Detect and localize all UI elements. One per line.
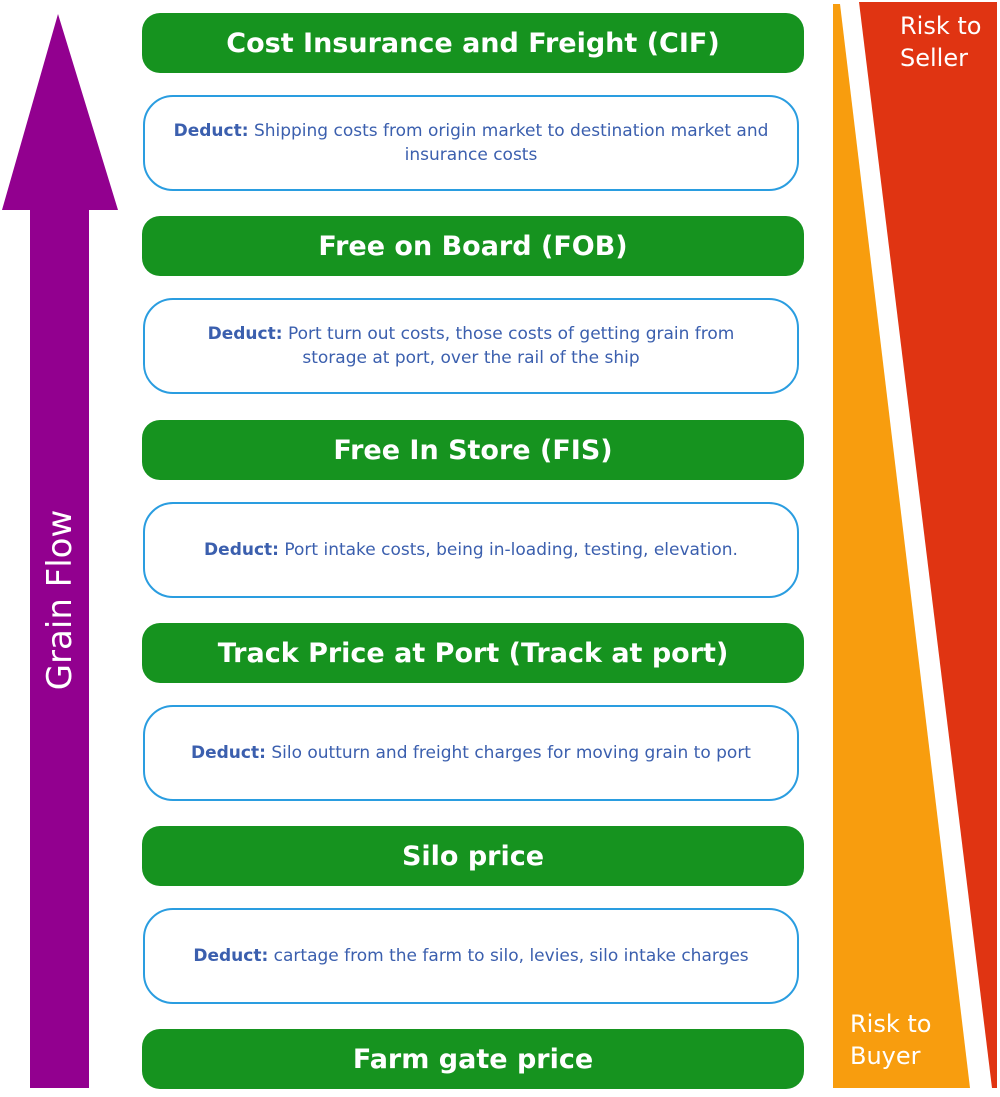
deduct-description: cartage from the farm to silo, levies, s… <box>273 946 749 966</box>
deduct-label: Deduct: <box>207 324 283 344</box>
stage-silo-price: Silo price <box>142 826 804 886</box>
deduct-box-shipping: Deduct: Shipping costs from origin marke… <box>143 95 799 191</box>
risk-seller-line1: Risk to <box>900 12 982 40</box>
stage-track-price: Track Price at Port (Track at port) <box>142 623 804 683</box>
stage-farm-gate: Farm gate price <box>142 1029 804 1089</box>
grain-flow-arrow <box>2 14 118 1088</box>
deduct-box-cartage: Deduct: cartage from the farm to silo, l… <box>143 908 799 1004</box>
deduct-label: Deduct: <box>173 121 249 141</box>
deduct-box-silo-outturn: Deduct: Silo outturn and freight charges… <box>143 705 799 801</box>
risk-buyer-wedge <box>833 4 970 1088</box>
deduct-text: Deduct: Port intake costs, being in-load… <box>204 538 738 562</box>
risk-seller-label: Risk to Seller <box>900 10 981 74</box>
deduct-box-port-turnout: Deduct: Port turn out costs, those costs… <box>143 298 799 394</box>
deduct-text: Deduct: Port turn out costs, those costs… <box>173 322 769 370</box>
deduct-box-port-intake: Deduct: Port intake costs, being in-load… <box>143 502 799 598</box>
deduct-description: Silo outturn and freight charges for mov… <box>271 743 751 763</box>
risk-seller-line2: Seller <box>900 44 968 72</box>
risk-buyer-line1: Risk to <box>850 1010 932 1038</box>
deduct-label: Deduct: <box>204 540 279 560</box>
deduct-label: Deduct: <box>193 946 269 966</box>
deduct-description: Shipping costs from origin market to des… <box>253 121 769 165</box>
deduct-description: Port turn out costs, those costs of gett… <box>287 324 735 368</box>
deduct-description: Port intake costs, being in-loading, tes… <box>284 540 738 560</box>
stage-fob: Free on Board (FOB) <box>142 216 804 276</box>
risk-seller-wedge <box>859 2 997 1088</box>
deduct-label: Deduct: <box>191 743 266 763</box>
stage-fis: Free In Store (FIS) <box>142 420 804 480</box>
deduct-text: Deduct: Shipping costs from origin marke… <box>173 119 769 167</box>
deduct-text: Deduct: Silo outturn and freight charges… <box>191 741 751 765</box>
risk-buyer-line2: Buyer <box>850 1042 921 1070</box>
stage-cif: Cost Insurance and Freight (CIF) <box>142 13 804 73</box>
risk-buyer-label: Risk to Buyer <box>850 1008 931 1072</box>
deduct-text: Deduct: cartage from the farm to silo, l… <box>193 944 748 968</box>
